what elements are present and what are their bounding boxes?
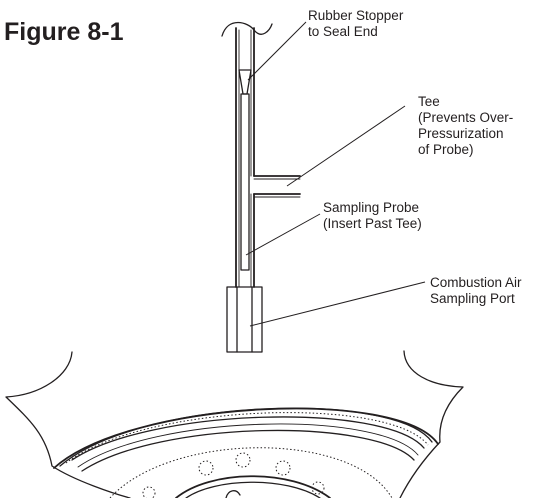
figure-title: Figure 8-1 [4,18,124,46]
probe-label: Sampling Probe (Insert Past Tee) [323,200,423,231]
stopper-leader [247,21,307,81]
rubber-stopper [238,69,252,95]
port-label: Combustion Air Sampling Port [430,275,525,306]
probe-leader [245,213,321,256]
tee-label: Tee (Prevents Over- Pressurization of Pr… [418,94,517,157]
port-leader [249,281,426,327]
sampling-probe [240,93,250,271]
stopper-label: Rubber Stopper to Seal End [308,8,407,39]
tee-tube [221,21,301,288]
burner-housing [5,350,464,498]
tee-leader [286,105,406,187]
sampling-port [226,286,263,353]
